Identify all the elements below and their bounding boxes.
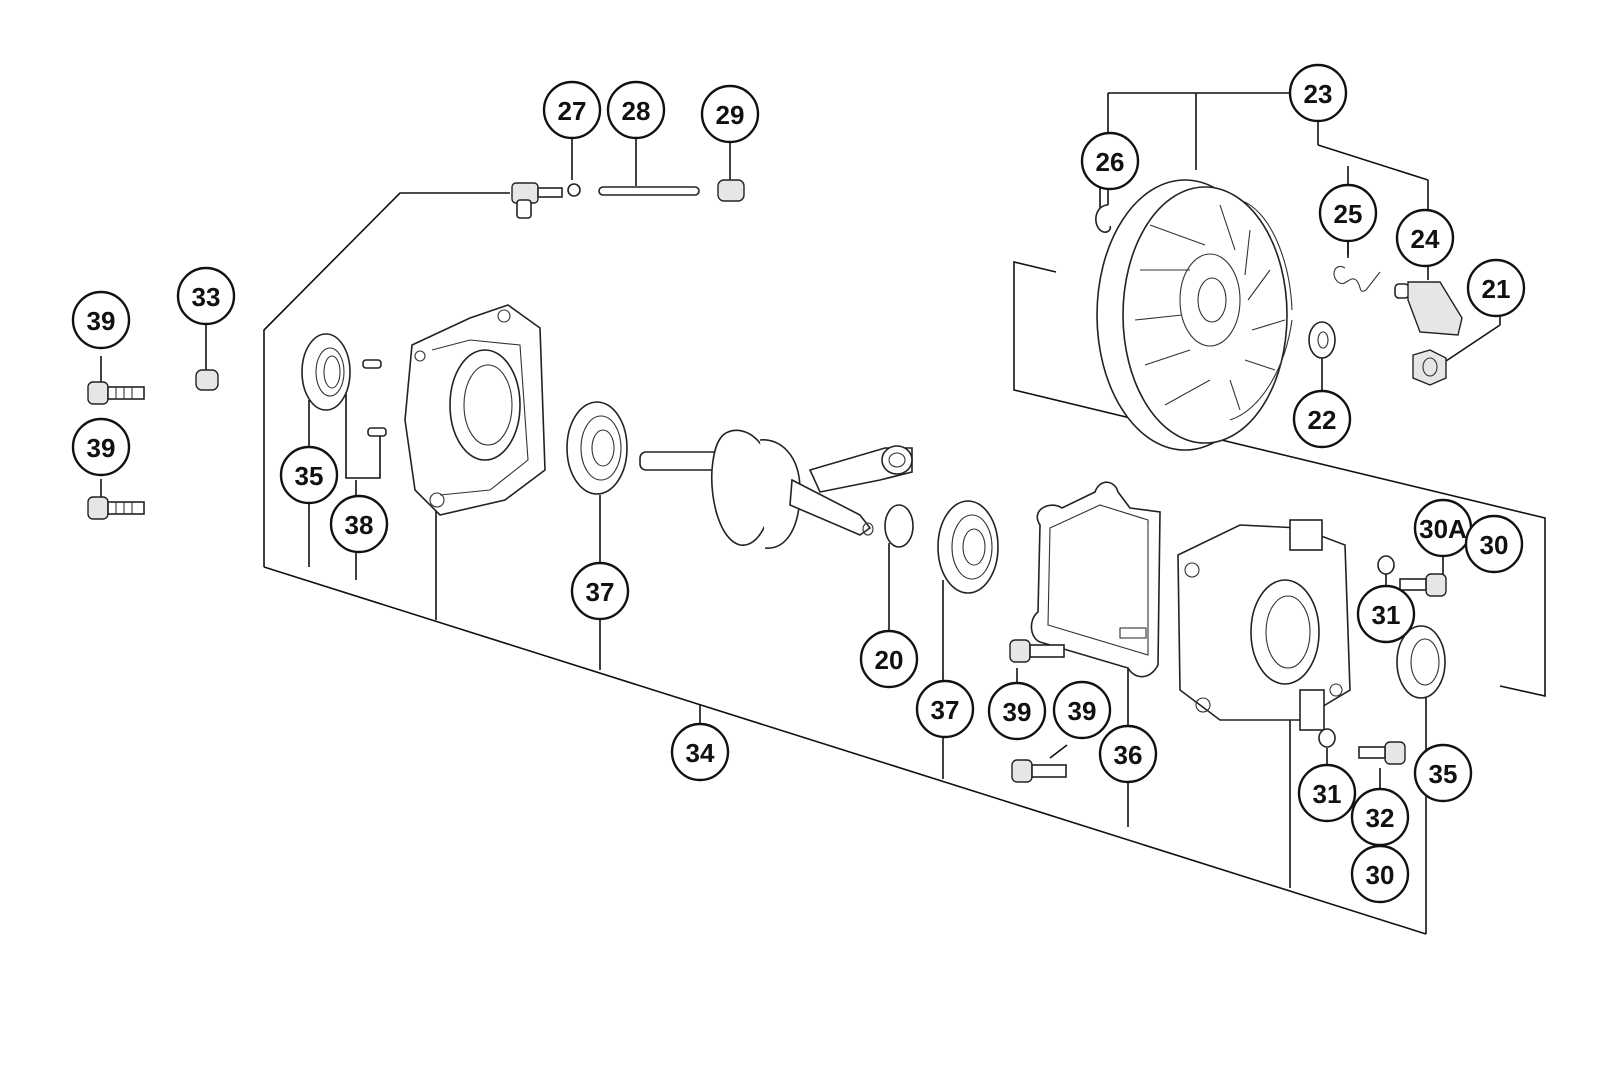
callout-24: 24 (1395, 208, 1455, 268)
svg-text:26: 26 (1096, 147, 1125, 177)
callout-31-upper: 31 (1356, 584, 1416, 644)
callout-28: 28 (606, 80, 666, 140)
screw-part (1358, 741, 1406, 765)
callout-26: 26 (1080, 131, 1140, 191)
svg-text:37: 37 (931, 695, 960, 725)
callout-21: 21 (1466, 258, 1526, 318)
callout-39-top-left: 39 (71, 290, 131, 350)
svg-text:39: 39 (87, 306, 116, 336)
svg-text:28: 28 (622, 96, 651, 126)
callout-20: 20 (859, 629, 919, 689)
callout-35-right: 35 (1413, 743, 1473, 803)
bearing-part (566, 401, 628, 495)
svg-text:25: 25 (1334, 199, 1363, 229)
svg-text:24: 24 (1411, 224, 1440, 254)
dowel-pin-part (367, 427, 387, 437)
callout-22: 22 (1292, 389, 1352, 449)
svg-text:30: 30 (1480, 530, 1509, 560)
callout-30a: 30A (1413, 498, 1473, 558)
callout-37-right: 37 (915, 679, 975, 739)
bearing-part (937, 500, 999, 594)
svg-text:37: 37 (586, 577, 615, 607)
callout-23: 23 (1288, 63, 1348, 123)
crankcase-half-right-part (1177, 519, 1351, 731)
svg-text:35: 35 (295, 461, 324, 491)
callout-39-mid-left: 39 (71, 417, 131, 477)
callout-37-left: 37 (570, 561, 630, 621)
flywheel-part (1096, 179, 1293, 451)
seal-part (1396, 625, 1446, 699)
svg-text:29: 29 (716, 100, 745, 130)
svg-text:39: 39 (1003, 697, 1032, 727)
cap-screw-part (87, 381, 145, 405)
callout-30-lower: 30 (1350, 844, 1410, 904)
svg-text:20: 20 (875, 645, 904, 675)
svg-text:38: 38 (345, 510, 374, 540)
svg-text:30: 30 (1366, 860, 1395, 890)
svg-text:32: 32 (1366, 803, 1395, 833)
callout-31-lower: 31 (1297, 763, 1357, 823)
washer-part (1318, 728, 1336, 748)
crankcase-half-left-part (404, 304, 546, 516)
callout-36: 36 (1098, 724, 1158, 784)
washer-part (1308, 321, 1336, 359)
pin-part (598, 186, 700, 196)
fitting-part (511, 182, 581, 219)
svg-text:36: 36 (1114, 740, 1143, 770)
svg-text:30A: 30A (1419, 514, 1467, 544)
o-ring-part (884, 504, 914, 548)
callout-32: 32 (1350, 787, 1410, 847)
callout-38: 38 (329, 494, 389, 554)
svg-text:22: 22 (1308, 405, 1337, 435)
callout-39-gasket-a: 39 (987, 681, 1047, 741)
crankshaft-part (639, 429, 913, 549)
bushing-part (195, 369, 219, 391)
cap-screw-part (1011, 759, 1067, 783)
callout-39-gasket-b: 39 (1052, 680, 1112, 740)
callout-29: 29 (700, 84, 760, 144)
callout-35-left: 35 (279, 445, 339, 505)
svg-text:34: 34 (686, 738, 715, 768)
svg-text:35: 35 (1429, 759, 1458, 789)
washer-part (1377, 555, 1395, 575)
nut-part (1412, 349, 1447, 386)
gasket-part (1030, 481, 1161, 678)
callouts: 20 21 22 23 24 25 26 27 28 29 30A 30 30 … (71, 63, 1526, 904)
svg-text:39: 39 (87, 433, 116, 463)
svg-text:31: 31 (1313, 779, 1342, 809)
svg-text:31: 31 (1372, 600, 1401, 630)
sleeve-part (717, 179, 745, 202)
callout-34: 34 (670, 722, 730, 782)
pawl-part (1394, 281, 1463, 336)
cap-screw-part (1009, 639, 1065, 663)
callout-27: 27 (542, 80, 602, 140)
svg-text:23: 23 (1304, 79, 1333, 109)
seal-part (301, 333, 351, 411)
dowel-pin-part (362, 359, 382, 369)
svg-text:27: 27 (558, 96, 587, 126)
spring-part (1333, 266, 1381, 292)
parts-artwork (87, 179, 1463, 783)
cap-screw-part (87, 496, 145, 520)
svg-text:21: 21 (1482, 274, 1511, 304)
callout-25: 25 (1318, 183, 1378, 243)
screw-part (1399, 573, 1447, 597)
svg-text:33: 33 (192, 282, 221, 312)
callout-33: 33 (176, 266, 236, 326)
callout-30-upper: 30 (1464, 514, 1524, 574)
clip-part (1095, 204, 1112, 233)
svg-text:39: 39 (1068, 696, 1097, 726)
